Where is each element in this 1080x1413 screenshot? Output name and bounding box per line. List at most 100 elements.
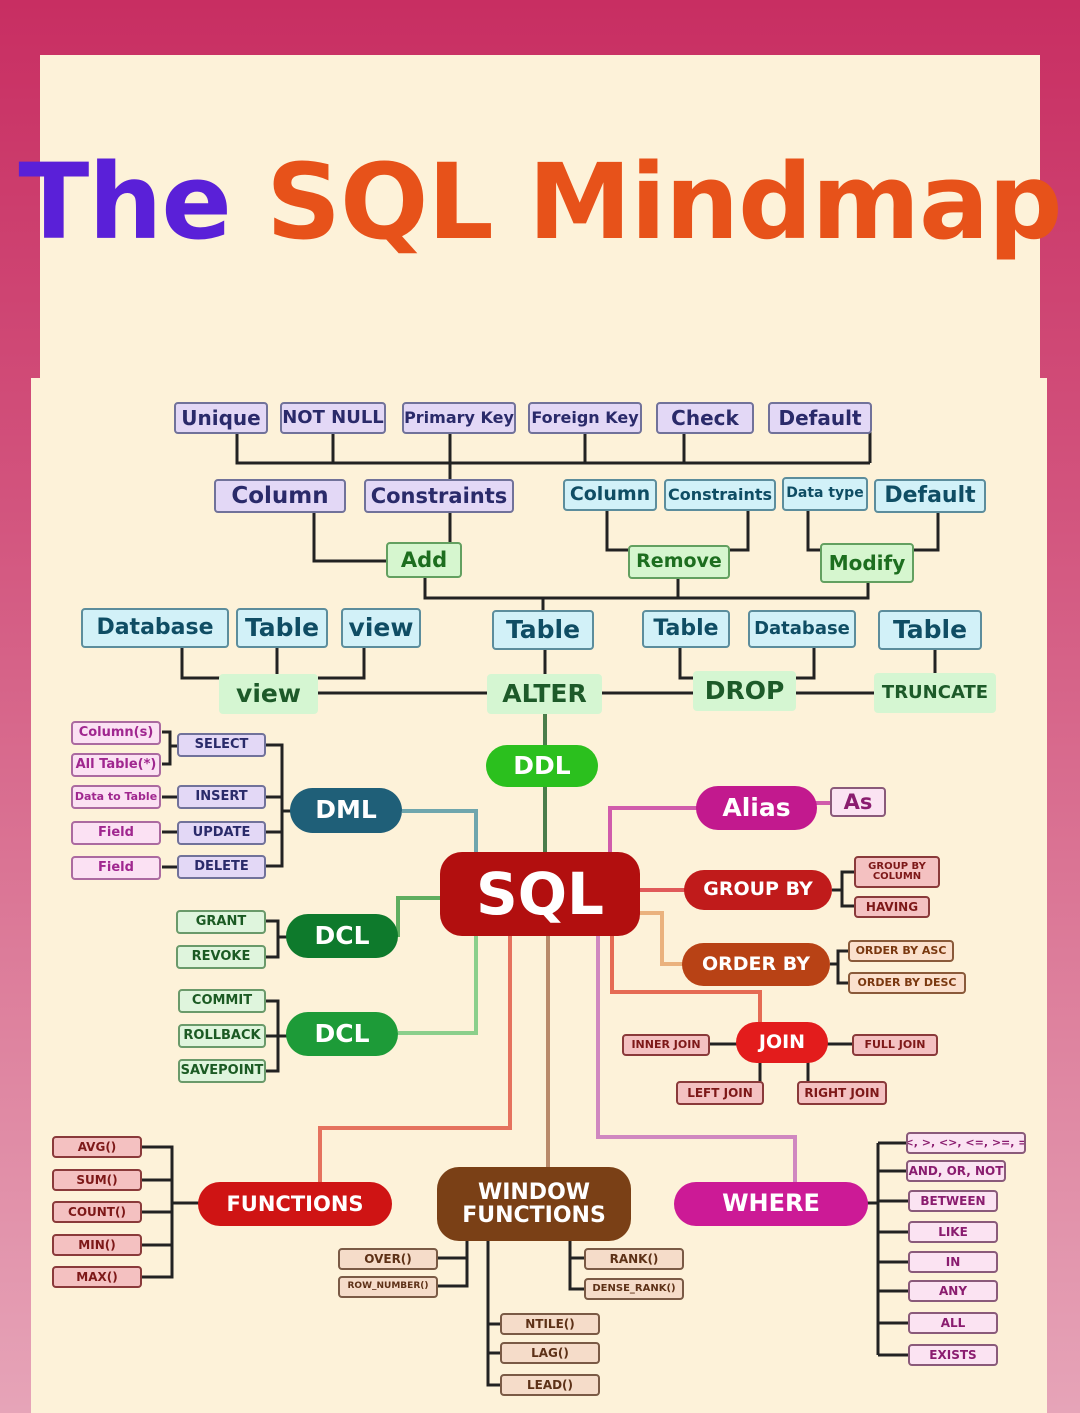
- connector: [832, 870, 854, 892]
- title-panel: [40, 55, 1040, 395]
- connector: [266, 743, 284, 868]
- connector: [235, 432, 870, 465]
- node-ddl: DDL: [486, 745, 598, 787]
- node-not-null: NOT NULL: [280, 402, 386, 434]
- node-modify-data-type: Data type: [782, 477, 868, 511]
- node-grant: GRANT: [176, 910, 266, 934]
- connector: [180, 648, 220, 680]
- node-logical-operators: AND, OR, NOT: [906, 1160, 1006, 1182]
- connector: [794, 648, 816, 680]
- node-insert: INSERT: [177, 785, 266, 809]
- branch-functions: [318, 934, 512, 1185]
- branch-order-by: [638, 911, 684, 966]
- node-ntile: NTILE(): [500, 1313, 600, 1335]
- node-full-join: FULL JOIN: [852, 1034, 938, 1056]
- node-view-database: Database: [81, 608, 229, 648]
- connector: [438, 1240, 469, 1288]
- connector: [728, 510, 750, 552]
- node-add: Add: [386, 542, 462, 578]
- node-max: MAX(): [52, 1266, 142, 1288]
- node-remove-column: Column: [563, 479, 657, 511]
- node-modify: Modify: [820, 543, 914, 583]
- node-join: JOIN: [736, 1022, 828, 1063]
- branch-join: [610, 934, 762, 1024]
- node-modify-default: Default: [874, 479, 986, 513]
- node-having: HAVING: [854, 896, 930, 918]
- node-commit: COMMIT: [178, 989, 266, 1013]
- connector: [266, 919, 280, 959]
- node-select: SELECT: [177, 733, 266, 757]
- node-drop-table: Table: [642, 610, 730, 648]
- branch-dcl: [396, 896, 442, 937]
- connector: [840, 890, 854, 908]
- branch-tcl: [398, 918, 478, 1035]
- connector: [162, 730, 172, 766]
- node-add-column: Column: [214, 479, 346, 513]
- connector: [318, 648, 366, 680]
- connector: [605, 510, 630, 552]
- node-delete-field: Field: [71, 856, 161, 880]
- node-count: COUNT(): [52, 1201, 142, 1223]
- node-right-join: RIGHT JOIN: [797, 1081, 887, 1105]
- node-where: WHERE: [674, 1182, 868, 1226]
- node-any: ANY: [908, 1280, 998, 1302]
- node-default: Default: [768, 402, 872, 434]
- node-group-by: GROUP BY: [684, 870, 832, 910]
- node-view-view: view: [341, 608, 421, 648]
- title-part-1: The: [18, 141, 232, 263]
- node-sum: SUM(): [52, 1169, 142, 1191]
- node-tcl: DCL: [286, 1012, 398, 1056]
- node-update: UPDATE: [177, 821, 266, 845]
- window-functions-line-1: WINDOW: [477, 1179, 591, 1205]
- connector: [830, 949, 848, 966]
- node-foreign-key: Foreign Key: [528, 402, 642, 434]
- node-view: view: [219, 674, 318, 714]
- node-order-by-asc: ORDER BY ASC: [848, 940, 954, 962]
- node-left-join: LEFT JOIN: [676, 1081, 764, 1105]
- connector: [312, 512, 388, 563]
- node-like: LIKE: [908, 1221, 998, 1243]
- node-as: As: [830, 787, 886, 817]
- connector: [678, 648, 696, 680]
- node-primary-key: Primary Key: [402, 402, 516, 434]
- node-dense-rank: DENSE_RANK(): [584, 1278, 684, 1300]
- node-alias: Alias: [696, 786, 817, 830]
- title-part-2: SQL Mindmap: [266, 141, 1062, 263]
- node-dcl: DCL: [286, 914, 398, 958]
- node-drop-database: Database: [748, 610, 856, 648]
- connector: [568, 1240, 584, 1291]
- connector: [806, 510, 822, 552]
- node-over: OVER(): [338, 1248, 438, 1270]
- node-update-field: Field: [71, 821, 161, 845]
- node-remove: Remove: [628, 545, 730, 579]
- node-comparison-operators: <, >, <>, <=, >=, =: [906, 1132, 1026, 1154]
- node-order-by-desc: ORDER BY DESC: [848, 972, 966, 994]
- branch-where: [596, 934, 797, 1185]
- node-order-by: ORDER BY: [682, 943, 830, 986]
- node-delete: DELETE: [177, 855, 266, 879]
- connector: [912, 510, 940, 552]
- node-select-all-table: All Table(*): [71, 753, 161, 777]
- page-title: The SQL Mindmap: [0, 150, 1080, 254]
- node-rank: RANK(): [584, 1248, 684, 1270]
- node-dml: DML: [290, 788, 402, 833]
- node-unique: Unique: [174, 402, 268, 434]
- node-window-functions: WINDOW FUNCTIONS: [437, 1167, 631, 1241]
- node-sql: SQL: [440, 852, 640, 936]
- node-alter-table: Table: [492, 610, 594, 650]
- node-check: Check: [656, 402, 754, 434]
- node-functions: FUNCTIONS: [198, 1182, 392, 1226]
- node-in: IN: [908, 1251, 998, 1273]
- node-avg: AVG(): [52, 1136, 142, 1158]
- node-group-by-column: GROUP BY COLUMN: [854, 856, 940, 888]
- connector: [423, 577, 870, 600]
- node-min: MIN(): [52, 1234, 142, 1256]
- node-remove-constraints: Constraints: [664, 479, 776, 511]
- node-revoke: REVOKE: [176, 945, 266, 969]
- node-insert-data: Data to Table: [71, 785, 161, 809]
- node-lead: LEAD(): [500, 1374, 600, 1396]
- node-view-table: Table: [236, 608, 328, 648]
- connector: [836, 964, 848, 985]
- node-savepoint: SAVEPOINT: [178, 1059, 266, 1083]
